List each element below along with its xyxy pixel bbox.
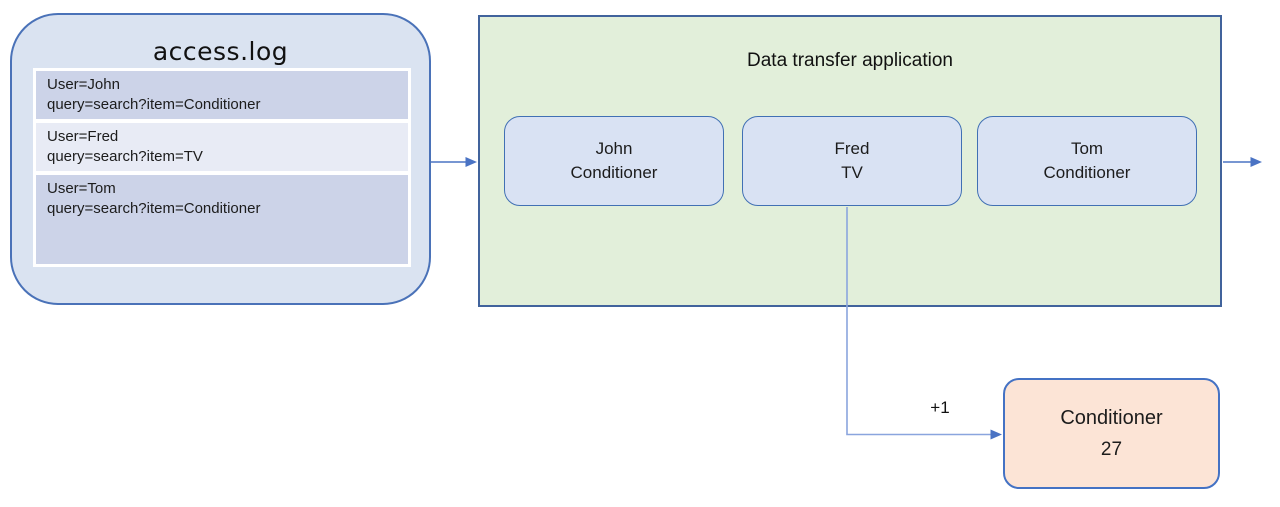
record-user: Tom	[1070, 139, 1104, 158]
record-fred-tv: Fred TV	[742, 116, 962, 206]
record-john-conditioner: John Conditioner	[504, 116, 724, 206]
log-entry-user: User=Tom	[47, 180, 116, 197]
access-log-node: access.log User=John query=search?item=C…	[10, 13, 431, 305]
record-tom-conditioner: Tom Conditioner	[977, 116, 1197, 206]
log-entry-fred: User=Fred query=search?item=TV	[36, 123, 408, 171]
arrowhead-fred-to-counter	[990, 429, 1002, 440]
log-entry-query: query=search?item=Conditioner	[47, 96, 261, 113]
log-entry-tom: User=Tom query=search?item=Conditioner	[36, 175, 408, 264]
record-user: John	[595, 139, 633, 158]
log-entry-query: query=search?item=Conditioner	[47, 200, 261, 217]
log-entry-john: User=John query=search?item=Conditioner	[36, 71, 408, 119]
arrowhead-app-out	[1250, 157, 1262, 167]
counter-value: 27	[1100, 438, 1123, 460]
record-item: TV	[841, 163, 863, 182]
access-log-title: access.log	[152, 37, 289, 66]
data-transfer-application-node: Data transfer application John Condition…	[478, 15, 1222, 307]
conditioner-counter-node: Conditioner 27	[1003, 378, 1220, 489]
log-entry-query: query=search?item=TV	[47, 148, 203, 165]
log-entry-user: User=Fred	[47, 128, 119, 145]
increment-edge-label: +1	[930, 398, 950, 417]
access-log-entries: User=John query=search?item=Conditioner …	[33, 68, 411, 267]
log-entry-user: User=John	[47, 76, 120, 93]
arrowhead-log-to-app	[465, 157, 477, 167]
counter-item-label: Conditioner	[1060, 406, 1163, 429]
record-item: Conditioner	[1043, 163, 1131, 182]
record-item: Conditioner	[570, 163, 658, 182]
record-user: Fred	[834, 139, 870, 158]
data-transfer-application-title: Data transfer application	[747, 50, 953, 71]
